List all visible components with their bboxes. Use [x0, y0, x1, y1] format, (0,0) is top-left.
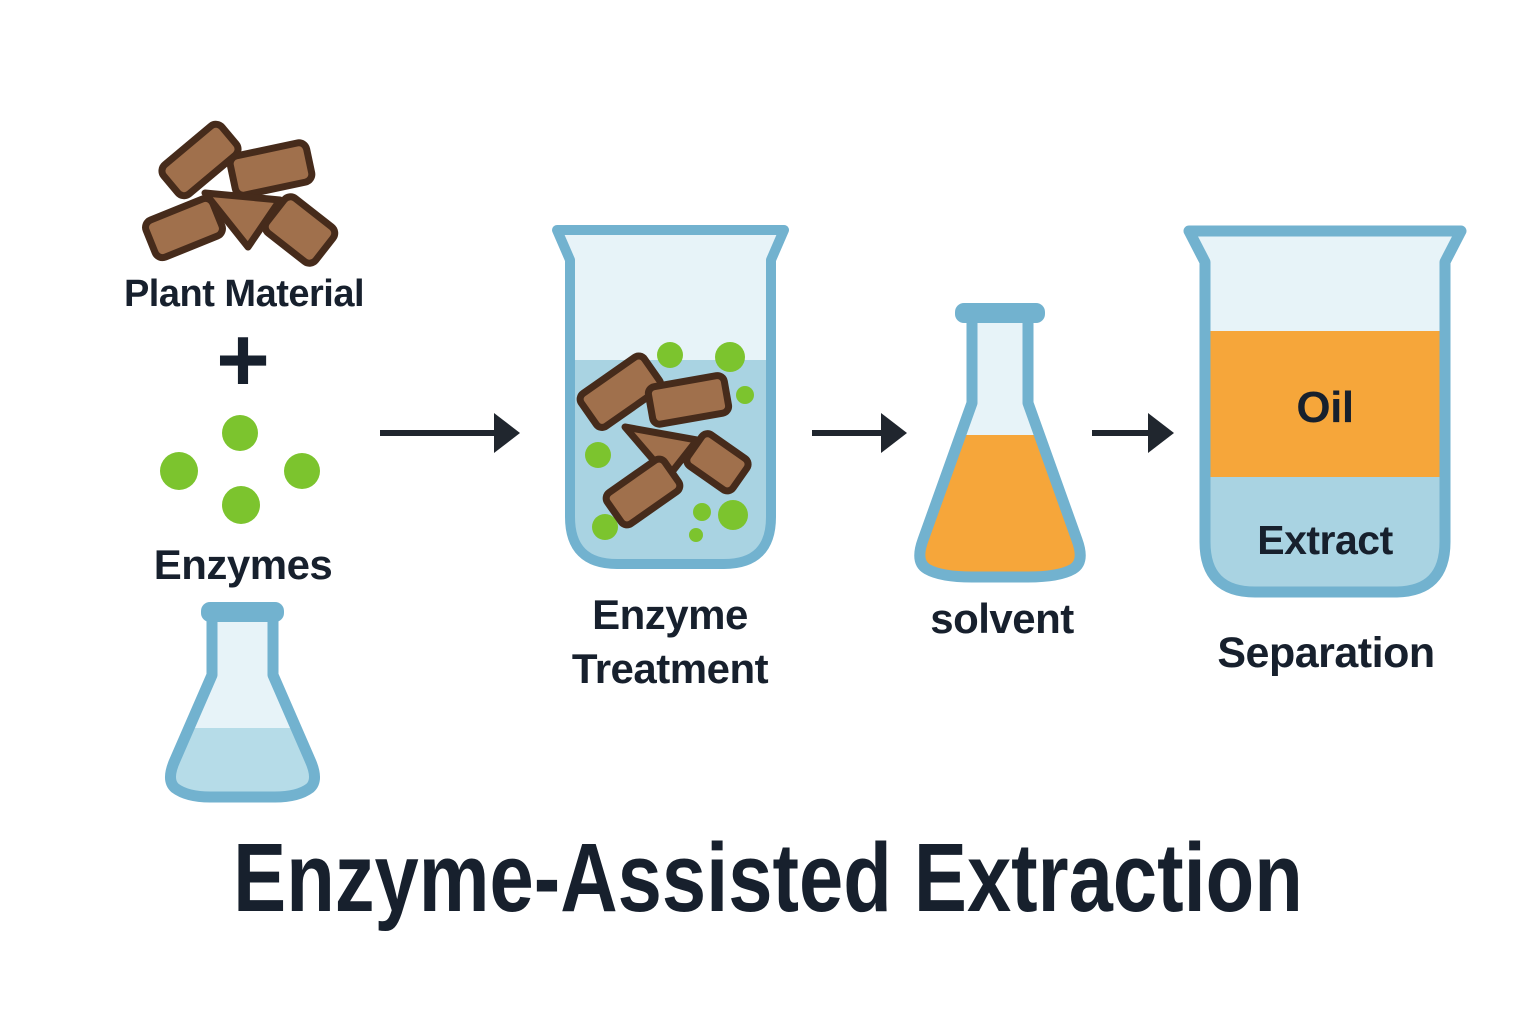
beaker-oil-extract-icon — [1183, 225, 1467, 598]
enzyme-dots — [160, 415, 320, 524]
treatment-label: Enzyme Treatment — [520, 588, 820, 696]
solvent-label: solvent — [930, 595, 1074, 642]
flask-lip — [201, 602, 284, 622]
plant-chunks-in-liquid — [576, 352, 752, 529]
beaker-enzyme-treatment-icon — [552, 225, 789, 569]
plus-sign: + — [216, 309, 270, 411]
enzymes-label: Enzymes — [153, 541, 333, 588]
erlenmeyer-flask-solvent-icon — [914, 303, 1086, 583]
treatment-label-line1: Enzyme — [592, 591, 748, 638]
flask-liquid — [170, 728, 315, 797]
right-arrow-icon — [812, 413, 907, 453]
flask-lip — [955, 303, 1045, 323]
treatment-label-line2: Treatment — [571, 644, 769, 692]
plant-material-chunks-icon — [142, 120, 339, 267]
extract-layer — [1189, 477, 1461, 592]
right-arrow-icon — [380, 413, 520, 453]
separation-label: Separation — [1217, 629, 1435, 677]
erlenmeyer-flask-icon — [165, 602, 320, 803]
oil-label: Oil — [1296, 383, 1354, 432]
oil-layer — [1189, 331, 1461, 477]
enzyme-dots-icon — [160, 415, 320, 524]
enzyme-dots-in-liquid — [585, 342, 754, 542]
plant-chunks — [142, 120, 339, 267]
plant-material-label: Plant Material — [123, 273, 365, 315]
diagram-title: Enzyme-Assisted Extraction — [233, 823, 1303, 932]
right-arrow-icon — [1092, 413, 1174, 453]
extract-label: Extract — [1257, 517, 1393, 563]
